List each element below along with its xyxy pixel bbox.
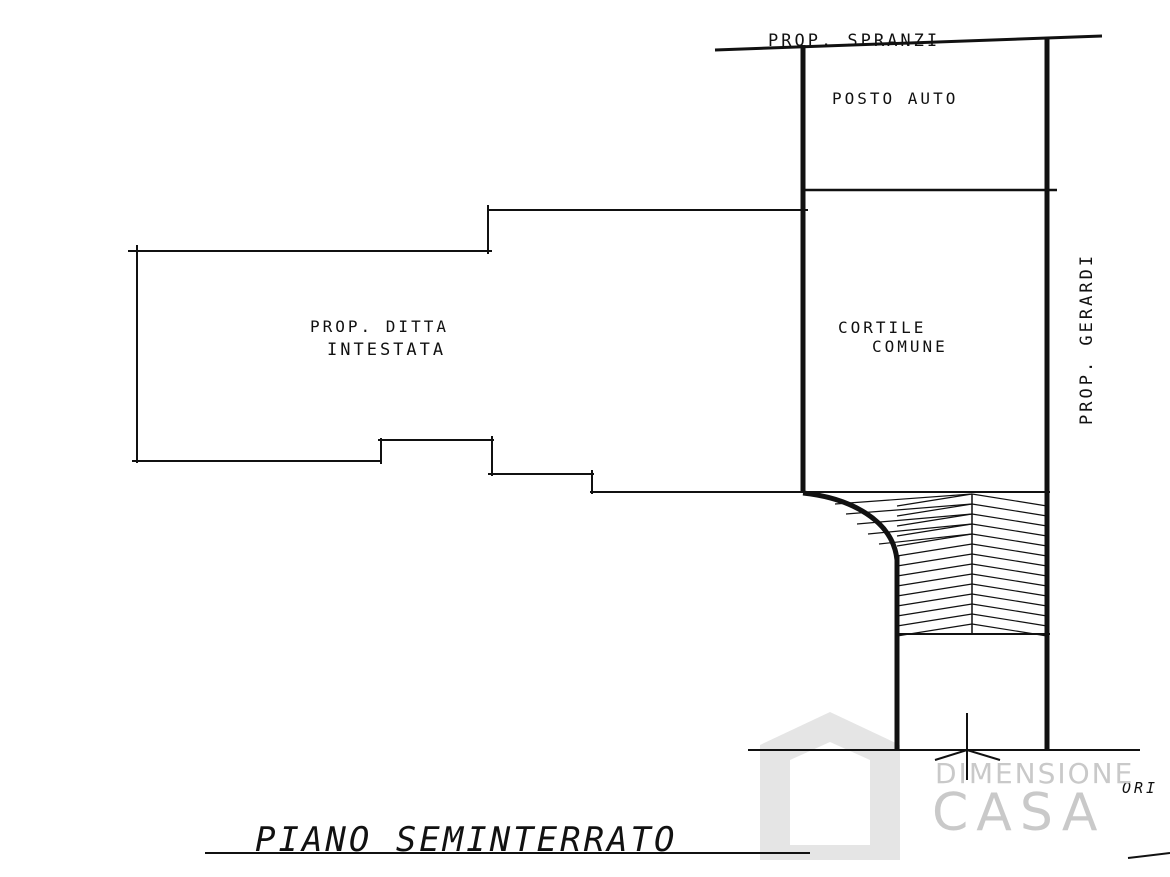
hatch-line-left (896, 563, 973, 577)
hatch-line-left (896, 543, 973, 557)
hatch-line-left (896, 553, 973, 567)
label-courtyard-1: CORTILE (838, 318, 926, 337)
hatch-line-left (896, 533, 973, 547)
hatch-line-curve (845, 503, 973, 515)
label-orientation: ORI (1122, 779, 1158, 797)
ramp-hatching (834, 493, 1048, 637)
hatch-line-left (896, 573, 973, 587)
label-owner-1: PROP. DITTA (310, 317, 449, 336)
hatch-line-left (896, 583, 973, 597)
label-top-property: PROP. SPRANZI (768, 31, 940, 51)
hatch-line-right (971, 623, 1048, 637)
ramp-curve-wall (802, 490, 900, 561)
hatch-line-right (971, 613, 1048, 627)
watermark-line-1: DIMENSIONE (935, 757, 1134, 790)
hatch-line-left (896, 613, 973, 627)
hatch-line-curve (834, 493, 973, 505)
hatch-line-right (971, 523, 1048, 537)
label-courtyard-2: COMUNE (872, 337, 948, 356)
watermark-house-icon (760, 712, 900, 860)
hatch-line-right (971, 603, 1048, 617)
top-boundary-line (714, 34, 1103, 52)
hatch-line-right (971, 563, 1048, 577)
hatch-line-right (971, 553, 1048, 567)
hatch-line-curve (878, 533, 973, 545)
hatch-line-right (971, 533, 1048, 547)
hatch-line-right (971, 503, 1048, 517)
hatch-line-right (971, 593, 1048, 607)
building-outline (128, 205, 820, 494)
orientation-arrow-icon (934, 748, 1001, 761)
corner-mark (1127, 852, 1170, 859)
watermark-line-2: CASA (932, 783, 1105, 843)
hatch-line-left (896, 493, 973, 507)
hatch-line-left (896, 623, 973, 637)
hatch-line-left (896, 593, 973, 607)
plan-title: PIANO SEMINTERRATO (255, 820, 677, 860)
hatch-line-right (971, 513, 1048, 527)
hatch-line-right (971, 543, 1048, 557)
hatch-line-right (971, 493, 1048, 507)
hatch-line-left (896, 503, 973, 517)
hatch-line-curve (856, 513, 973, 525)
watermark-logo (760, 712, 900, 860)
hatch-line-left (896, 603, 973, 617)
label-parking: POSTO AUTO (832, 89, 958, 108)
hatch-line-curve (867, 523, 973, 535)
label-right-property: PROP. GERARDI (1077, 253, 1097, 425)
hatch-line-left (896, 513, 973, 527)
hatch-line-left (896, 523, 973, 537)
hatch-line-right (971, 583, 1048, 597)
hatch-line-right (971, 573, 1048, 587)
label-owner-2: INTESTATA (327, 340, 446, 360)
